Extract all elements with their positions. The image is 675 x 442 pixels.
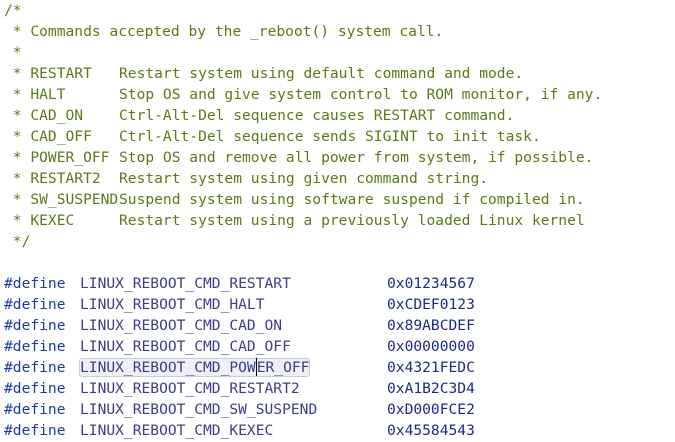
- define-name: LINUX_REBOOT_CMD_POWER_OFF: [78, 357, 387, 378]
- comment-entry-desc: Stop OS and remove all power from system…: [119, 149, 594, 166]
- comment-entry: * HALT Stop OS and give system control to…: [4, 84, 675, 105]
- define-line[interactable]: #define LINUX_REBOOT_CMD_CAD_ON 0x89ABCDEF: [4, 315, 675, 336]
- text-cursor: [255, 358, 257, 376]
- comment-entry-desc: Ctrl-Alt-Del sequence causes RESTART com…: [119, 107, 515, 124]
- define-keyword: #define: [4, 275, 66, 292]
- define-line-active[interactable]: #define LINUX_REBOOT_CMD_POWER_OFF 0x4321F…: [4, 357, 675, 378]
- define-name: LINUX_REBOOT_CMD_HALT: [80, 296, 265, 313]
- define-value: 0x00000000: [387, 338, 475, 355]
- comment-close: */: [4, 233, 31, 250]
- define-name: LINUX_REBOOT_CMD_RESTART: [80, 275, 291, 292]
- define-keyword: #define: [4, 338, 66, 355]
- comment-entry-desc: Restart system using given command strin…: [119, 170, 489, 187]
- define-keyword: #define: [4, 422, 66, 439]
- comment-entry-name: * HALT: [4, 86, 66, 103]
- comment-blank-line: *: [4, 44, 22, 61]
- define-value: 0xD000FCE2: [387, 401, 475, 418]
- comment-entry-desc: Ctrl-Alt-Del sequence sends SIGINT to in…: [119, 128, 541, 145]
- comment-entry: * RESTART Restart system using default co…: [4, 63, 675, 84]
- define-value: 0x01234567: [387, 275, 475, 292]
- comment-entry-name: * POWER_OFF: [4, 149, 110, 166]
- comment-entry-name: * RESTART: [4, 65, 92, 82]
- comment-entry: * KEXEC Restart system using a previously…: [4, 210, 675, 231]
- define-keyword: #define: [4, 401, 66, 418]
- define-line[interactable]: #define LINUX_REBOOT_CMD_KEXEC 0x45584543: [4, 420, 675, 441]
- define-value: 0xA1B2C3D4: [387, 380, 475, 397]
- define-name: LINUX_REBOOT_CMD_SW_SUSPEND: [80, 401, 318, 418]
- define-keyword: #define: [4, 296, 66, 313]
- define-line[interactable]: #define LINUX_REBOOT_CMD_SW_SUSPEND 0xD000…: [4, 399, 675, 420]
- define-line[interactable]: #define LINUX_REBOOT_CMD_CAD_OFF 0x0000000…: [4, 336, 675, 357]
- define-value: 0x89ABCDEF: [387, 317, 475, 334]
- empty-line: [4, 252, 675, 273]
- comment-entry: * SW_SUSPENDSuspend system using softwar…: [4, 189, 675, 210]
- define-value: 0x4321FEDC: [387, 359, 475, 376]
- define-keyword: #define: [4, 317, 66, 334]
- define-keyword: #define: [4, 380, 66, 397]
- comment-entry-desc: Restart system using default command and…: [119, 65, 524, 82]
- comment-entry-name: * KEXEC: [4, 212, 75, 229]
- comment-entry: * CAD_ON Ctrl-Alt-Del sequence causes RES…: [4, 105, 675, 126]
- comment-entry-desc: Suspend system using software suspend if…: [119, 191, 585, 208]
- define-value: 0x45584543: [387, 422, 475, 439]
- define-name: LINUX_REBOOT_CMD_CAD_ON: [80, 317, 283, 334]
- define-name: LINUX_REBOOT_CMD_RESTART2: [80, 380, 300, 397]
- define-name-after-cursor: ER_OFF: [256, 359, 310, 376]
- comment-entry-desc: Stop OS and give system control to ROM m…: [119, 86, 603, 103]
- comment-entry-name: * CAD_ON: [4, 107, 84, 124]
- comment-entry: * CAD_OFF Ctrl-Alt-Del sequence sends SIG…: [4, 126, 675, 147]
- comment-entry: * POWER_OFF Stop OS and remove all power …: [4, 147, 675, 168]
- comment-entry-name: * RESTART2: [4, 170, 101, 187]
- word-highlight: LINUX_REBOOT_CMD_POWER_OFF: [78, 358, 311, 377]
- define-name: LINUX_REBOOT_CMD_CAD_OFF: [80, 338, 291, 355]
- define-line[interactable]: #define LINUX_REBOOT_CMD_RESTART2 0xA1B2C3…: [4, 378, 675, 399]
- comment-entry-name: * SW_SUSPEND: [4, 191, 119, 208]
- define-line[interactable]: #define LINUX_REBOOT_CMD_HALT 0xCDEF0123: [4, 294, 675, 315]
- comment-open: /*: [4, 2, 22, 19]
- comment-entry-name: * CAD_OFF: [4, 128, 92, 145]
- define-name-before-cursor: LINUX_REBOOT_CMD_POW: [80, 359, 256, 376]
- define-name: LINUX_REBOOT_CMD_KEXEC: [80, 422, 274, 439]
- define-keyword: #define: [4, 359, 66, 376]
- comment-header: * Commands accepted by the _reboot() sys…: [4, 23, 444, 40]
- comment-entry: * RESTART2 Restart system using given com…: [4, 168, 675, 189]
- define-line[interactable]: #define LINUX_REBOOT_CMD_RESTART 0x0123456…: [4, 273, 675, 294]
- comment-entry-desc: Restart system using a previously loaded…: [119, 212, 585, 229]
- define-value: 0xCDEF0123: [387, 296, 475, 313]
